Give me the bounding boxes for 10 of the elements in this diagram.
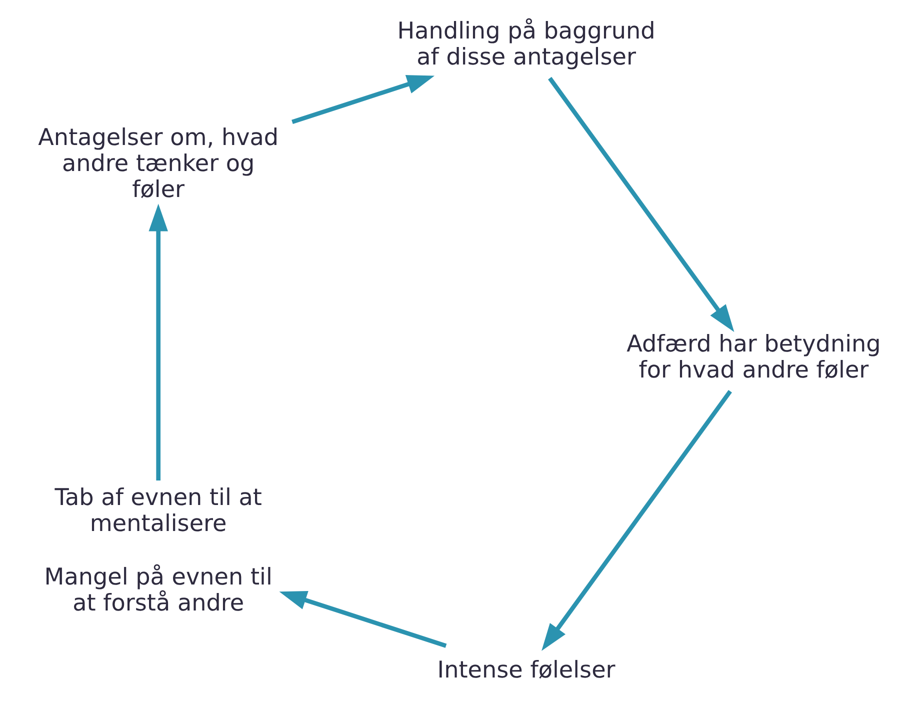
node-text: Antagelser om, hvad andre tænker og føler — [38, 124, 278, 203]
arrow — [148, 204, 168, 480]
arrow — [548, 76, 734, 332]
arrow — [541, 390, 732, 651]
node-text: Adfærd har betydning for hvad andre føler — [626, 331, 880, 384]
node-text: Handling på baggrund af disse antagelser — [396, 18, 655, 70]
node-text: Intense følelser — [436, 657, 615, 684]
arrow — [278, 590, 446, 648]
node-text: Tab af evnen til at mentalisere Mangel på evnen til at forstå andre — [44, 485, 272, 617]
arrow — [291, 75, 434, 124]
